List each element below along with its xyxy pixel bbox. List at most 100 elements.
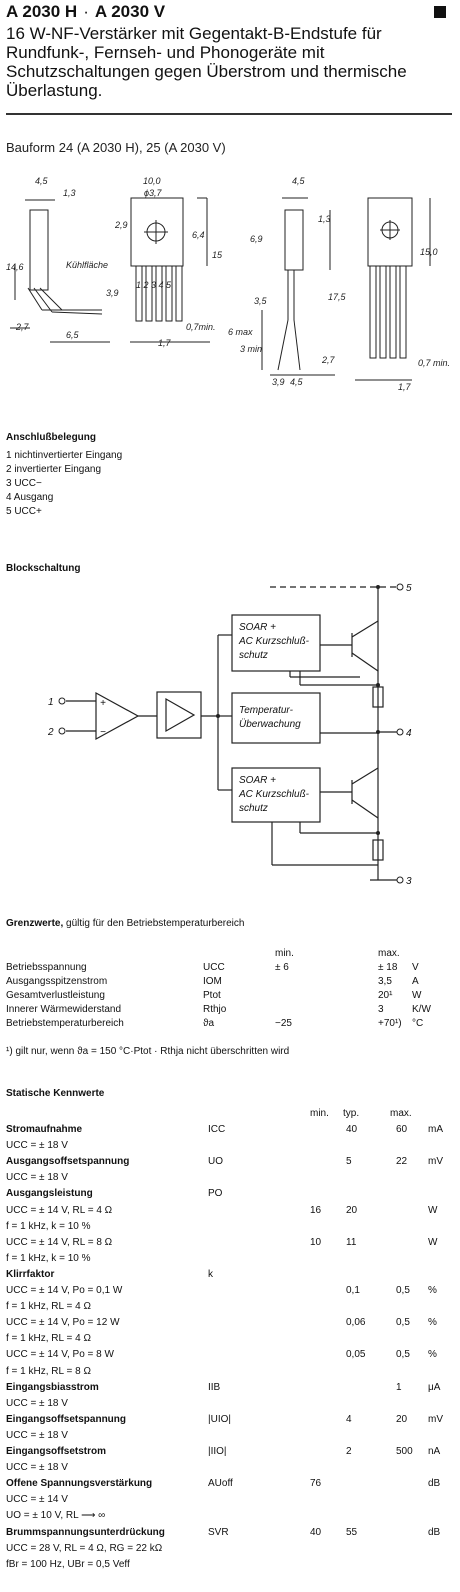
static-row: f = 1 kHz, k = 10 % xyxy=(0,1253,460,1268)
static-cell-name: UCC = ± 18 V xyxy=(6,1140,68,1152)
svg-text:1,7: 1,7 xyxy=(398,382,412,392)
svg-text:3 min: 3 min xyxy=(240,344,262,354)
title-part1: A 2030 H xyxy=(6,2,78,21)
static-cell-sym: |IIO| xyxy=(208,1446,227,1457)
svg-text:1 2 3 4 5: 1 2 3 4 5 xyxy=(136,280,172,290)
static-cell-name: UO = ± 10 V, RL ⟶ ∞ xyxy=(6,1510,106,1522)
soar1-line1: SOAR + xyxy=(239,622,276,633)
output-5-label: 5 xyxy=(406,583,412,594)
limits-heading: Grenzwerte, gültig für den Betriebstempe… xyxy=(6,918,244,929)
limits-cell-sym: IOM xyxy=(203,976,222,987)
static-row: f = 1 kHz, RL = 4 Ω xyxy=(0,1301,460,1316)
limits-heading-rest: gültig für den Betriebstemperaturbereich xyxy=(63,918,245,929)
svg-text:3,9: 3,9 xyxy=(272,377,285,387)
page-subtitle: 16 W-NF-Verstärker mit Gegentakt-B-Endst… xyxy=(6,24,407,100)
static-cell-name: f = 1 kHz, RL = 4 Ω xyxy=(6,1333,91,1345)
static-cell-name: Brummspannungsunterdrückung xyxy=(6,1526,165,1538)
svg-text:Kühlfläche: Kühlfläche xyxy=(66,260,108,270)
static-cell-name: UCC = ± 14 V, Po = 12 W xyxy=(6,1317,120,1329)
static-cell-sym: SVR xyxy=(208,1526,229,1538)
static-cell-typ: 0,06 xyxy=(346,1317,366,1329)
static-cell-sym: k xyxy=(208,1268,213,1280)
static-row: UCC = ± 18 V xyxy=(0,1462,460,1477)
limits-heading-bold: Grenzwerte, xyxy=(6,918,64,929)
static-cell-name: Eingangsbiasstrom xyxy=(6,1381,99,1393)
static-row: f = 1 kHz, RL = 8 Ω xyxy=(0,1366,460,1381)
soar2-line2: AC Kurzschluß- xyxy=(238,789,310,800)
limits-cell-min: −25 xyxy=(275,1018,292,1029)
static-row: f = 1 kHz, RL = 4 Ω xyxy=(0,1333,460,1348)
svg-text:1,3: 1,3 xyxy=(63,188,76,198)
static-col-min: min. xyxy=(310,1108,329,1119)
static-cell-unit: % xyxy=(428,1349,437,1361)
svg-text:2,7: 2,7 xyxy=(321,355,336,365)
static-col-max: max. xyxy=(390,1108,412,1119)
static-cell-name: Ausgangsleistung xyxy=(6,1188,93,1200)
static-cell-typ: 40 xyxy=(346,1124,358,1135)
page-title: A 2030 H·A 2030 V xyxy=(6,2,165,22)
static-cell-max: 500 xyxy=(396,1446,413,1457)
limits-cell-max: 3 xyxy=(378,1004,384,1015)
svg-text:2,7: 2,7 xyxy=(15,322,30,332)
limits-cell-name: Innerer Wärmewiderstand xyxy=(6,1004,122,1015)
limits-col-max: max. xyxy=(378,948,400,959)
static-cell-unit: dB xyxy=(428,1526,441,1538)
svg-text:15: 15 xyxy=(212,250,223,260)
limits-cell-name: Gesamtverlustleistung xyxy=(6,990,105,1001)
soar1-line2: AC Kurzschluß- xyxy=(238,636,310,647)
svg-text:2,9: 2,9 xyxy=(114,220,128,230)
temp-line2: Überwachung xyxy=(239,718,301,730)
title-separator: · xyxy=(83,2,89,21)
static-cell-name: Eingangsoffsetstrom xyxy=(6,1446,107,1457)
pin-list: 1 nichtinvertierter Eingang 2 invertiert… xyxy=(6,449,122,519)
static-cell-max: 0,5 xyxy=(396,1349,410,1361)
static-cell-max: 20 xyxy=(396,1413,408,1425)
static-cell-unit: μA xyxy=(428,1381,441,1393)
limits-cell-sym: Ptot xyxy=(203,990,221,1001)
static-cell-name: UCC = ± 14 V, Po = 0,1 W xyxy=(6,1285,123,1296)
static-cell-max: 0,5 xyxy=(396,1285,410,1296)
static-cell-min: 16 xyxy=(310,1204,322,1216)
limits-cell-unit: W xyxy=(412,990,422,1001)
static-header-row: min. typ. max. xyxy=(0,1108,460,1121)
limits-cell-unit: V xyxy=(412,962,419,973)
limits-footnote: ¹) gilt nur, wenn ϑa = 150 °C·Ptot · Rth… xyxy=(6,1046,290,1057)
static-cell-name: fBr = 100 Hz, UBr = 0,5 Veff xyxy=(6,1558,130,1570)
pin-item: 5 UCC+ xyxy=(6,506,42,517)
static-cell-name: f = 1 kHz, k = 10 % xyxy=(6,1252,91,1264)
svg-text:4,5: 4,5 xyxy=(290,377,304,387)
limits-cell-unit: A xyxy=(412,976,419,987)
static-row: UCC = ± 18 V xyxy=(0,1430,460,1445)
svg-text:15,0: 15,0 xyxy=(420,247,438,257)
static-cell-typ: 4 xyxy=(346,1413,352,1425)
pin-item: 3 UCC− xyxy=(6,478,42,489)
soar2-line3: schutz xyxy=(239,803,268,814)
static-cell-sym: UO xyxy=(208,1156,223,1168)
pin-item: 2 invertierter Eingang xyxy=(6,464,102,475)
static-cell-typ: 0,05 xyxy=(346,1349,366,1361)
limits-cell-min: ± 6 xyxy=(275,962,289,973)
static-cell-min: 76 xyxy=(310,1478,322,1490)
static-cell-unit: W xyxy=(428,1236,438,1248)
svg-text:6 max: 6 max xyxy=(228,327,253,337)
static-cell-typ: 11 xyxy=(346,1236,357,1248)
svg-text:4,5: 4,5 xyxy=(35,176,49,186)
pin-item: 1 nichtinvertierter Eingang xyxy=(6,450,123,461)
limits-cell-sym: ϑa xyxy=(203,1018,215,1029)
svg-text:4,5: 4,5 xyxy=(292,176,306,186)
static-cell-typ: 5 xyxy=(346,1156,352,1168)
block-diagram: SOAR + AC Kurzschluß- schutz Temperatur-… xyxy=(47,583,412,887)
static-row: UCC = ± 14 V xyxy=(0,1494,460,1509)
svg-text:ϕ3,7: ϕ3,7 xyxy=(144,188,163,198)
